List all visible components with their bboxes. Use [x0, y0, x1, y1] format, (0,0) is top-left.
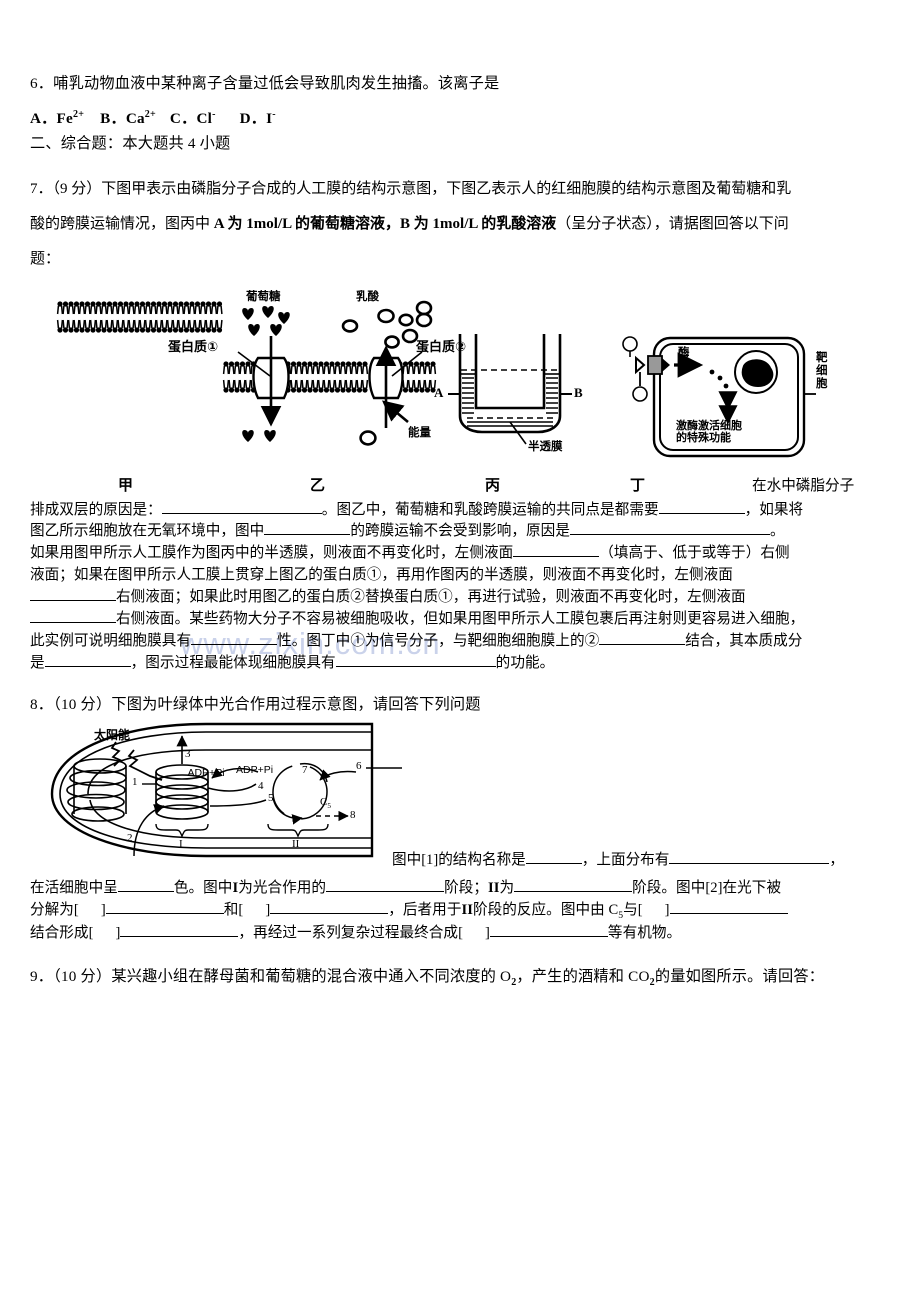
- q7-blank-g2[interactable]: [599, 643, 686, 645]
- diagram-ding-target-cell: [622, 335, 816, 457]
- svg-text:ADP+Pi: ADP+Pi: [187, 767, 224, 779]
- q8-blank-c1[interactable]: [105, 913, 224, 915]
- label-solar-energy: 太阳能: [94, 728, 131, 743]
- q7-blank-b2[interactable]: [569, 534, 770, 536]
- label-num-3: 3: [185, 748, 191, 761]
- label-protein-2: 蛋白质②: [416, 338, 467, 354]
- q8-blank-a1[interactable]: [525, 863, 582, 865]
- q7-figure-svg: [56, 300, 816, 457]
- question-8-figure: ADP+Pi 太阳能 ADP+Pi C5 1 2 3 4 5 6 7 8 I I…: [30, 720, 890, 870]
- q8-blank-b1[interactable]: [117, 891, 174, 893]
- q7-answer-line-f: 右侧液面。某些药物大分子不容易被细胞吸收，但如果用图甲所示人工膜包裹后再注射则更…: [30, 609, 890, 631]
- q7-answer-line-e: 右侧液面；如果此时用图乙的蛋白质②替换蛋白质①，再进行试验，则液面不再变化时，左…: [30, 587, 890, 609]
- label-semipermeable-membrane: 半透膜: [528, 440, 563, 453]
- label-num-4: 4: [258, 780, 264, 793]
- q7-figure-text-labels: 葡萄糖 乳酸 蛋白质① 蛋白质② 能量 A B 半透膜 酶 激酶激活细胞 的特殊…: [30, 286, 890, 476]
- q8-blank-c3[interactable]: [669, 913, 788, 915]
- q7-blank-a1[interactable]: [161, 512, 322, 514]
- q7-answer-line-h: 是，图示过程最能体现细胞膜具有的功能。: [30, 654, 555, 671]
- q8-figure-text-labels: 太阳能 ADP+Pi C5 1 2 3 4 5 6 7 8 I II: [30, 720, 890, 870]
- diagram-yi-membrane: [222, 300, 437, 446]
- q7-blank-c1[interactable]: [513, 556, 600, 558]
- label-protein-1: 蛋白质①: [168, 338, 219, 354]
- q7-blank-line-1-tail: 在水中磷脂分子: [752, 477, 855, 494]
- label-lactic-acid: 乳酸: [356, 290, 379, 303]
- label-num-7: 7: [302, 764, 308, 777]
- label-activate-function: 激酶激活细胞 的特殊功能: [676, 419, 742, 444]
- q8-blank-d1[interactable]: [120, 936, 239, 938]
- option-b[interactable]: B．Ca2+: [100, 108, 156, 127]
- question-7-stem-line-3: 题：: [30, 251, 61, 268]
- q7-blank-e1[interactable]: [30, 600, 116, 602]
- label-c5: C5: [320, 796, 331, 811]
- lactic-acid-molecules: [341, 300, 433, 446]
- label-num-2: 2: [127, 832, 133, 845]
- diagram-bing-utube: [448, 333, 572, 444]
- q7-answer-line-c: 如果用图甲所示人工膜作为图丙中的半透膜，则液面不再变化时，左侧液面（填高于、低于…: [30, 545, 790, 562]
- question-9-stem: 9．（10 分）某兴趣小组在酵母菌和葡萄糖的混合液中通入不同浓度的 O2，产生的…: [30, 968, 825, 989]
- q7-blank-b1[interactable]: [264, 534, 351, 536]
- label-tube-b: B: [574, 384, 583, 400]
- section-heading-comprehensive: 二、综合题：本大题共 4 小题: [30, 135, 231, 153]
- question-7-stem-line-2: 酸的跨膜运输情况，图丙中 A 为 1mol/L 的葡萄糖溶液，B 为 1mol/…: [30, 216, 789, 232]
- q8-blank-c2[interactable]: [270, 913, 389, 915]
- caption-bing: 丙: [485, 477, 501, 494]
- q8-answer-line-b: 在活细胞中呈色。图中I为光合作用的阶段；II为阶段。图中[2]在光下被: [30, 880, 782, 897]
- label-num-6: 6: [356, 760, 362, 773]
- q7-blank-g1[interactable]: [191, 643, 278, 645]
- label-glucose: 葡萄糖: [246, 290, 281, 303]
- q7-blank-h2[interactable]: [335, 665, 496, 667]
- q8-answer-line-c: 分解为[]和[]，后者用于II阶段的反应。图中由 C5与[]: [30, 900, 890, 923]
- q8-figure-svg: ADP+Pi: [50, 722, 402, 858]
- label-stage-1: I: [179, 838, 183, 851]
- q7-answer-line-d: 液面；如果在图甲所示人工膜上贯穿上图乙的蛋白质①，再用作图丙的半透膜，则液面不再…: [30, 567, 733, 584]
- q8-blank-b2[interactable]: [326, 891, 445, 893]
- page-content: 6．哺乳动物血液中某种离子含量过低会导致肌肉发生抽搐。该离子是 A．Fe2+ B…: [30, 75, 890, 989]
- label-num-1: 1: [132, 776, 138, 789]
- question-7-stem-line-1: 7．（9 分）下图甲表示由磷脂分子合成的人工膜的结构示意图，下图乙表示人的红细胞…: [30, 180, 792, 197]
- caption-jia: 甲: [118, 477, 134, 494]
- question-8-stem: 8．（10 分）下图为叶绿体中光合作用过程示意图，请回答下列问题: [30, 695, 481, 713]
- q8-answer-line-d: 结合形成[]，再经过一系列复杂过程最终合成[]等有机物。: [30, 925, 682, 942]
- q8-blank-a2[interactable]: [669, 863, 830, 865]
- option-c[interactable]: C．Cl-: [169, 108, 216, 127]
- label-tube-a: A: [434, 384, 444, 400]
- q8-blank-d2[interactable]: [489, 936, 608, 938]
- caption-ding: 丁: [630, 477, 646, 494]
- label-num-8: 8: [350, 809, 356, 822]
- caption-yi: 乙: [310, 477, 326, 494]
- question-6-options: A．Fe2+ B．Ca2+ C．Cl- D．I-: [30, 107, 890, 131]
- label-num-5: 5: [268, 792, 274, 805]
- label-target-cell: 靶细胞: [816, 351, 828, 390]
- q7-answer-line-a: 排成双层的原因是：。图乙中，葡萄糖和乳酸跨膜运输的共同点是都需要，如果将: [30, 501, 804, 518]
- q8-blank-b3[interactable]: [514, 891, 633, 893]
- label-energy: 能量: [408, 426, 431, 439]
- label-stage-2: II: [292, 838, 300, 851]
- q7-blank-h1[interactable]: [44, 665, 131, 667]
- question-6-stem: 6．哺乳动物血液中某种离子含量过低会导致肌肉发生抽搐。该离子是: [30, 75, 500, 92]
- q7-blank-a2[interactable]: [658, 512, 745, 514]
- q7-blank-f1[interactable]: [30, 621, 116, 623]
- q7-answer-line-b: 图乙所示细胞放在无氧环境中，图中的跨膜运输不会受到影响，原因是。: [30, 523, 785, 540]
- question-7-figure: 葡萄糖 乳酸 蛋白质① 蛋白质② 能量 A B 半透膜 酶 激酶激活细胞 的特殊…: [30, 286, 890, 476]
- label-adp-pi: ADP+Pi: [236, 764, 274, 777]
- option-d[interactable]: D．I-: [239, 108, 276, 127]
- label-enzyme: 酶: [678, 346, 690, 359]
- q8-answer-line-a: 图中[1]的结构名称是，上面分布有，: [392, 852, 844, 869]
- q7-figure-captions: 甲 乙 丙 丁 在水中磷脂分子: [30, 474, 890, 496]
- option-a[interactable]: A．Fe2+: [30, 108, 85, 127]
